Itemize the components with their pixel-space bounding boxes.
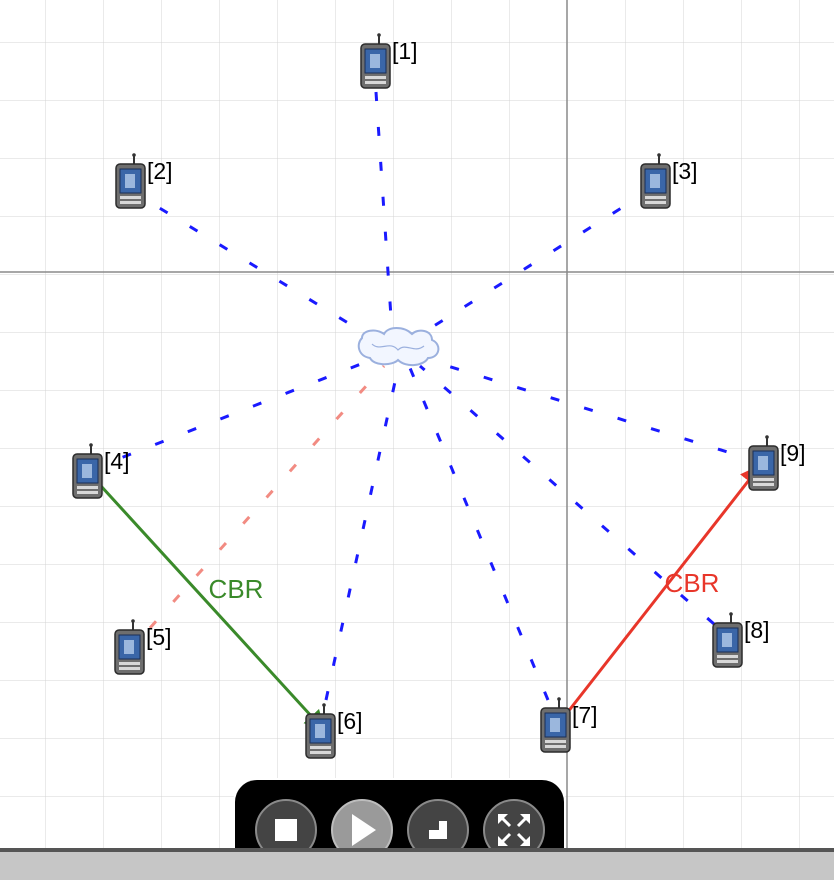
node-label: [1]: [392, 38, 418, 64]
wireless-link-6: [324, 367, 400, 701]
mobile-nodes: [1] [2] [3] [4] [5] [6] [7] [8] [9]: [72, 32, 806, 759]
status-bar: [0, 848, 834, 880]
step-icon: [429, 821, 447, 839]
node-3[interactable]: [3]: [640, 152, 698, 209]
node-label: [6]: [337, 708, 363, 734]
node-label: [3]: [672, 158, 698, 184]
flow-arrow-7-9: [558, 464, 762, 723]
play-icon: [352, 814, 376, 846]
flow-arrow-4-6: [88, 472, 326, 732]
node-label: [8]: [744, 617, 770, 643]
node-label: [5]: [146, 624, 172, 650]
node-4[interactable]: [4]: [72, 442, 130, 499]
node-label: [9]: [780, 440, 806, 466]
node-label: [7]: [572, 702, 598, 728]
wireless-link-2: [129, 188, 377, 342]
wireless-link-5: [148, 365, 386, 629]
flow-label-4-6: CBR: [209, 574, 264, 604]
node-label: [2]: [147, 158, 173, 184]
node-5[interactable]: [5]: [114, 618, 172, 675]
flow-label-7-9: CBR: [665, 568, 720, 598]
traffic-flows: CBR CBR: [88, 464, 762, 732]
fullscreen-icon: [498, 814, 530, 846]
node-7[interactable]: [7]: [540, 696, 598, 753]
node-label: [4]: [104, 448, 130, 474]
access-point-cloud: [357, 327, 440, 366]
wireless-links: [89, 91, 761, 701]
wireless-link-7: [408, 367, 550, 701]
wireless-link-4: [89, 360, 367, 472]
node-9[interactable]: [9]: [748, 434, 806, 491]
node-8[interactable]: [8]: [712, 611, 770, 668]
wireless-link-1: [374, 91, 394, 333]
stop-icon: [275, 819, 297, 841]
node-1[interactable]: [1]: [360, 32, 418, 89]
node-6[interactable]: [6]: [305, 702, 363, 759]
node-2[interactable]: [2]: [115, 152, 173, 209]
